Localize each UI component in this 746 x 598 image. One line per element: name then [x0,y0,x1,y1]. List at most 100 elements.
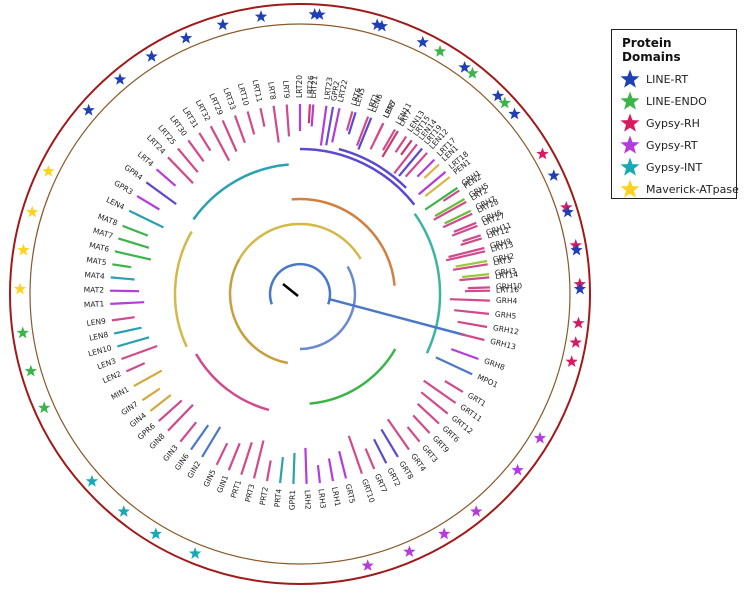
tip-label: LEN8 [88,330,109,343]
tip-branch [112,263,132,269]
domain-star-icon [458,61,471,73]
tip-branch [355,116,370,146]
tip-label: GRH5 [494,310,516,321]
tip-branch [460,237,483,246]
tip-branch [145,181,177,205]
tip-branch [190,424,210,451]
domain-star-icon [361,559,374,571]
domain-star-icon [573,282,587,295]
star-icon [620,91,640,110]
tip-branch [259,107,266,127]
domain-star-icon [24,364,37,377]
tip-branch [122,224,149,237]
domain-star-icon [42,164,55,177]
tip-branch [450,348,479,361]
tip-branch [394,135,408,153]
tip-label: LRT20 [295,75,304,98]
tip-branch [404,152,428,178]
tip-branch [345,111,354,131]
tip-label: LRH1 [330,486,342,507]
tip-label: LRT3 [493,255,513,267]
tip-branch [252,440,265,479]
tip-branch [442,189,460,202]
tip-label: PRT2 [258,486,270,506]
legend-label: Maverick-ATpase [646,182,739,196]
tip-branch [167,404,194,432]
clade-arc [192,163,289,221]
tip-label: LEN10 [87,343,113,358]
clade-arc [238,222,362,260]
tip-label: LRT10 [236,82,251,107]
tip-branch [209,125,231,162]
tip-label: MAT5 [86,255,108,267]
star-icon [620,157,640,176]
tip-branch [240,442,253,476]
tip-label: LRT9 [281,80,291,99]
tip-branch [265,460,272,482]
tip-branch [347,435,363,474]
tip-label: GPR1 [287,490,297,511]
domain-star-icon [560,201,573,213]
domain-star-icon [569,238,582,251]
tip-branch [453,221,477,233]
tip-label: LRT21 [309,75,320,99]
tip-label: GIN1 [215,474,230,495]
tip-branch [347,111,357,135]
legend-title: Protein Domains [622,36,681,64]
tip-branch [357,117,373,150]
domain-star-icon [565,355,578,367]
tip-label: MAT2 [84,285,105,294]
legend-item: Gypsy-INT [618,156,730,178]
domain-star-icon [17,243,30,256]
domain-star-icon [536,147,549,160]
tip-branch [386,418,410,451]
tree-branches [109,104,491,484]
inner-ring [29,23,571,565]
tip-branch [246,111,256,135]
tip-label: LRT33 [221,87,237,112]
domain-star-icon [470,505,483,517]
tip-label: GPR3 [113,178,135,196]
tip-label: GRH10 [496,281,523,291]
tip-branch [338,450,348,479]
domain-star-icon [16,326,29,339]
clade-arc [228,258,289,365]
tip-label: GPR4 [123,163,145,182]
tip-branch [117,237,150,249]
tip-branch [179,421,198,443]
tip-branch [424,176,451,197]
tip-branch [449,298,490,302]
tip-branch [292,452,296,484]
clade-arc [299,265,357,351]
root-marker [282,283,299,297]
domain-star-icon [533,431,547,444]
clade-arc [338,147,407,189]
domain-star-icon [438,527,451,540]
tip-branch [364,448,376,470]
tip-branch [136,195,160,211]
domain-star-icon [569,336,582,348]
tip-label: MAT4 [84,270,105,281]
tip-branch [304,447,308,484]
tip-branch [215,442,229,466]
domain-star-icon [572,316,585,329]
tip-label: GRH13 [489,337,517,352]
tip-label: MAT1 [84,299,105,309]
tip-label: GRT2 [385,466,402,488]
tip-branch [442,212,473,229]
tip-branch [444,380,464,393]
tip-branch [117,336,150,348]
tip-branch [461,273,490,279]
domain-stars [13,7,587,571]
tip-branch [398,147,423,177]
tip-branch [369,122,385,150]
tip-label: LRT26 [305,75,315,99]
domain-star-icon [508,107,521,120]
outer-ring [9,3,591,585]
clade-arc [299,147,416,206]
clade-arc [173,230,193,348]
tip-branch [417,171,447,196]
